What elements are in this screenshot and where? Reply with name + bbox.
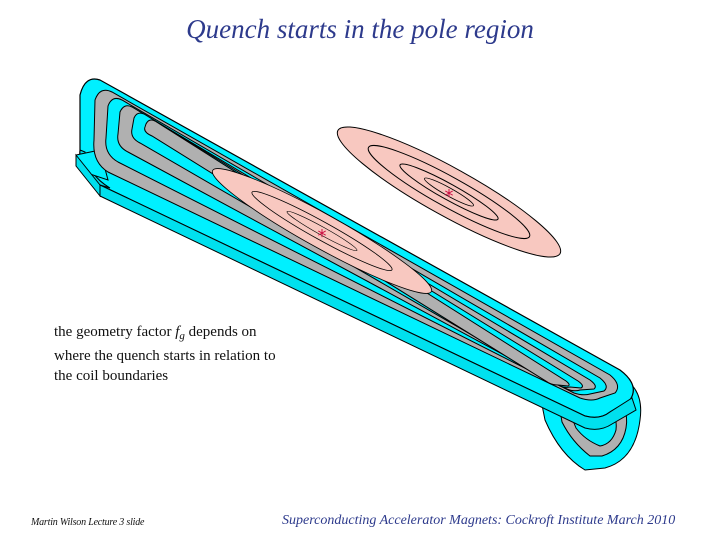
caption-text-before: the geometry factor [54, 324, 176, 340]
geometry-factor-subscript: g [179, 330, 185, 342]
quench-start-marker-coil: * [318, 226, 327, 247]
geometry-factor-symbol: f [175, 324, 180, 340]
quench-zone-on-coil [211, 168, 433, 294]
footer-author: Martin Wilson Lecture 3 slide [31, 517, 145, 528]
quench-ellipse-detached [336, 126, 562, 258]
slide-title: Quench starts in the pole region [186, 14, 534, 44]
caption-text-after: depends on where the quench starts in re… [54, 324, 276, 384]
footer-course: Superconducting Accelerator Magnets: Coc… [282, 513, 676, 528]
quench-start-marker-detached: * [445, 186, 454, 207]
coil-body [75, 78, 642, 471]
caption: the geometry factor fg depends on where … [54, 322, 294, 386]
